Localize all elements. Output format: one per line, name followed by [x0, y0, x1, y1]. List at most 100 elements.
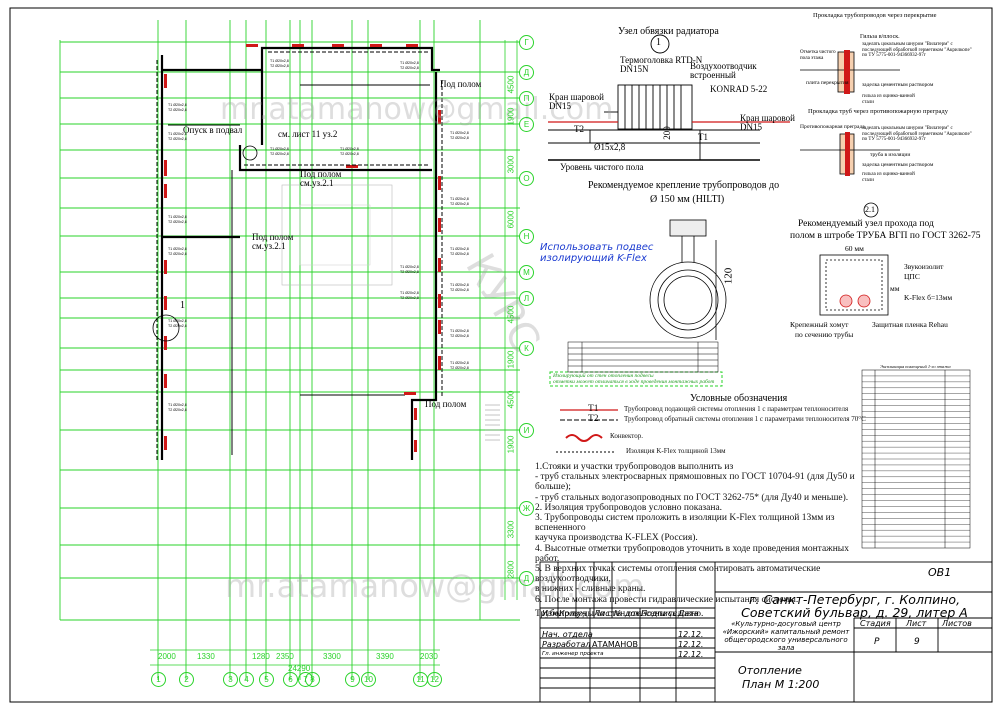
node21-tsps: ЦПС — [904, 272, 920, 281]
axis-right-4: Е — [519, 117, 534, 132]
svg-text:Т2 Ø20х2,8: Т2 Ø20х2,8 — [450, 136, 469, 140]
tb-hdr-date: Дата — [678, 609, 699, 618]
notes-block: 1.Стояки и участки трубопроводов выполни… — [535, 462, 855, 619]
svg-text:Т2 Ø20х2,8: Т2 Ø20х2,8 — [168, 324, 187, 328]
floorpass-cement: заделка цементным раствором — [862, 82, 934, 88]
node1-t2: T2 — [574, 124, 584, 134]
tb-hdr-kol: Кол.уч — [559, 609, 587, 618]
node21-bracket-2: по сечению трубы — [795, 330, 854, 339]
tiny-tags: Т1 Ø20х2,8Т2 Ø20х2,8 Т1 Ø20х2,8Т2 Ø20х2,… — [168, 59, 469, 412]
axis-bottom-8: 8 — [305, 672, 320, 687]
legend-t2-text: Трубопровод обратный системы отопления 1… — [624, 415, 866, 423]
node21-title-1: Рекомендуемый узел прохода под — [798, 219, 934, 229]
tb-date-2: 12.12. — [678, 640, 704, 649]
floorpass-seal: заделать цокольным шнуром "Вилатерм" с п… — [862, 42, 972, 58]
axis-bottom-11: 11 — [413, 672, 428, 687]
note-line: 3. Трубопроводы систем проложить в изоля… — [535, 513, 835, 534]
label-pod-polom-4: Под полом — [425, 399, 467, 409]
axis-right-3: П — [519, 91, 534, 106]
radiators — [164, 44, 441, 452]
svg-text:Т1 Ø20х2,8: Т1 Ø20х2,8 — [400, 61, 419, 65]
floorpass-seal2: заделать цокольным шнуром "Вилатерм" с п… — [862, 126, 972, 142]
tb-drawing-scale: План М 1:200 — [742, 678, 820, 691]
dim-right-5: 4500 — [506, 305, 516, 324]
label-pod-polom-1: Под полом — [440, 79, 482, 89]
building-walls — [160, 46, 440, 460]
node1-title: Узел обвязки радиатора — [618, 26, 719, 37]
axis-bottom-6: 6 — [283, 672, 298, 687]
svg-text:Т2 Ø20х2,8: Т2 Ø20х2,8 — [270, 152, 289, 156]
svg-text:Т1 Ø20х2,8: Т1 Ø20х2,8 — [450, 247, 469, 251]
dim-bottom-1: 2000 — [158, 652, 176, 661]
floorpass-pipe: труба в изоляции — [870, 152, 911, 158]
axis-right-1: Г — [519, 35, 534, 50]
dim-right-7: 4500 — [506, 390, 516, 409]
axis-bottom-9: 9 — [345, 672, 360, 687]
note-line: 2. Изоляция трубопроводов условно показа… — [535, 502, 723, 513]
svg-text:Т1 Ø20х2,8: Т1 Ø20х2,8 — [270, 59, 289, 63]
structural-grid — [59, 20, 520, 680]
axis-bottom-1: 1 — [151, 672, 166, 687]
tb-address: г. Санкт-Петербург, г. Колпино, Советски… — [741, 592, 968, 620]
legend-insulation: Изоляция K-Flex толщиной 13мм — [626, 447, 726, 455]
spec-table-caption: Экспликация помещений 1-го этажа — [880, 364, 951, 369]
mount-note-blue: Использовать подвес изолирующий K-Flex — [540, 242, 654, 264]
floor-pass-pipes — [844, 50, 850, 176]
tb-stage: Р — [874, 637, 880, 647]
note-line: в нижних - сливные краны. — [535, 584, 646, 595]
axis-bottom-10: 10 — [361, 672, 376, 687]
tb-sheet-code: ОВ1 — [928, 566, 952, 579]
label-pod-polom-2-ref: см.уз.2.1 — [300, 178, 334, 188]
svg-text:Т1 Ø20х2,8: Т1 Ø20х2,8 — [340, 147, 359, 151]
dim-bottom-5: 3300 — [323, 652, 341, 661]
tb-role-2: Разработал — [542, 640, 591, 649]
axis-bottom-5: 5 — [259, 672, 274, 687]
floorpass-firewall: Противопожарная преграда — [800, 124, 865, 130]
dim-right-4: 6000 — [506, 210, 516, 229]
mount-note-green-1: Изолирующий от стен отопления подвесы — [553, 373, 654, 379]
node1-valve-head: Термоголовка RTD-N — [620, 55, 703, 65]
dim-right-6: 1900 — [506, 350, 516, 369]
svg-text:Т1 Ø20х2,8: Т1 Ø20х2,8 — [450, 131, 469, 135]
legend-t1-code: T1 — [588, 404, 599, 414]
tb-project: «Культурно-досуговый центр «Ижорский» ка… — [722, 620, 850, 652]
dim-right-10: 2800 — [506, 560, 516, 579]
sheet-border — [9, 7, 993, 703]
label-pod-polom-2: Под полом — [300, 169, 342, 179]
legend-t1-text: Трубопровод подающей системы отопления 1… — [624, 405, 849, 413]
tb-sheet: 9 — [914, 637, 920, 647]
pipe-routes — [156, 51, 443, 460]
axis-right-10: И — [519, 423, 534, 438]
label-see-sheet: см. лист 11 уз.2 — [278, 129, 338, 139]
floorpass-sleeve: Гильза в/плоск. — [860, 34, 900, 40]
axis-bottom-4: 4 — [239, 672, 254, 687]
watermark-email-2: mr.atamanow@gmail.com — [225, 567, 645, 605]
node1-valve-head-dn: DN15N — [620, 64, 649, 74]
node1-height: 200 — [661, 126, 672, 140]
tb-role-1: Нач. отдела — [542, 630, 593, 639]
floorpass-slab: плита перекрытия — [806, 80, 849, 86]
mount-title-2: Ø 150 мм (HILTI) — [650, 194, 725, 205]
mount-drawing — [649, 219, 727, 340]
svg-text:Т1 Ø20х2,8: Т1 Ø20х2,8 — [168, 215, 187, 219]
dim-bottom-3: 1280 — [252, 652, 270, 661]
node1-t1: T1 — [698, 132, 708, 142]
floorpass-sleeve3: гильза из оцинко-ванной стали — [862, 172, 915, 183]
tb-date-1: 12.12. — [678, 630, 704, 639]
note-line: каучука производства K-FLEX (Россия). — [535, 533, 698, 544]
right-dimension-lines — [504, 40, 518, 600]
floorpass-title2: Прокладка труб через противопожарную пре… — [808, 108, 948, 115]
svg-text:Т1 Ø20х2,8: Т1 Ø20х2,8 — [450, 283, 469, 287]
dim-bottom-4: 2350 — [276, 652, 294, 661]
svg-text:Т1 Ø20х2,8: Т1 Ø20х2,8 — [400, 265, 419, 269]
dim-bottom-2: 1330 — [197, 652, 215, 661]
node1-valve-left: Кран шаровой — [549, 92, 604, 102]
svg-text:Т2 Ø20х2,8: Т2 Ø20х2,8 — [450, 288, 469, 292]
note-line: Трубопроводы от стен отнесены условно. — [535, 608, 704, 619]
axis-right-11: Ж — [519, 501, 534, 516]
note-line: 4. Высотные отметки трубопроводов уточни… — [535, 543, 849, 564]
node1-air-vent: Воздухоотводчик — [690, 61, 757, 71]
tb-sheet-hdr: Лист — [906, 619, 927, 628]
